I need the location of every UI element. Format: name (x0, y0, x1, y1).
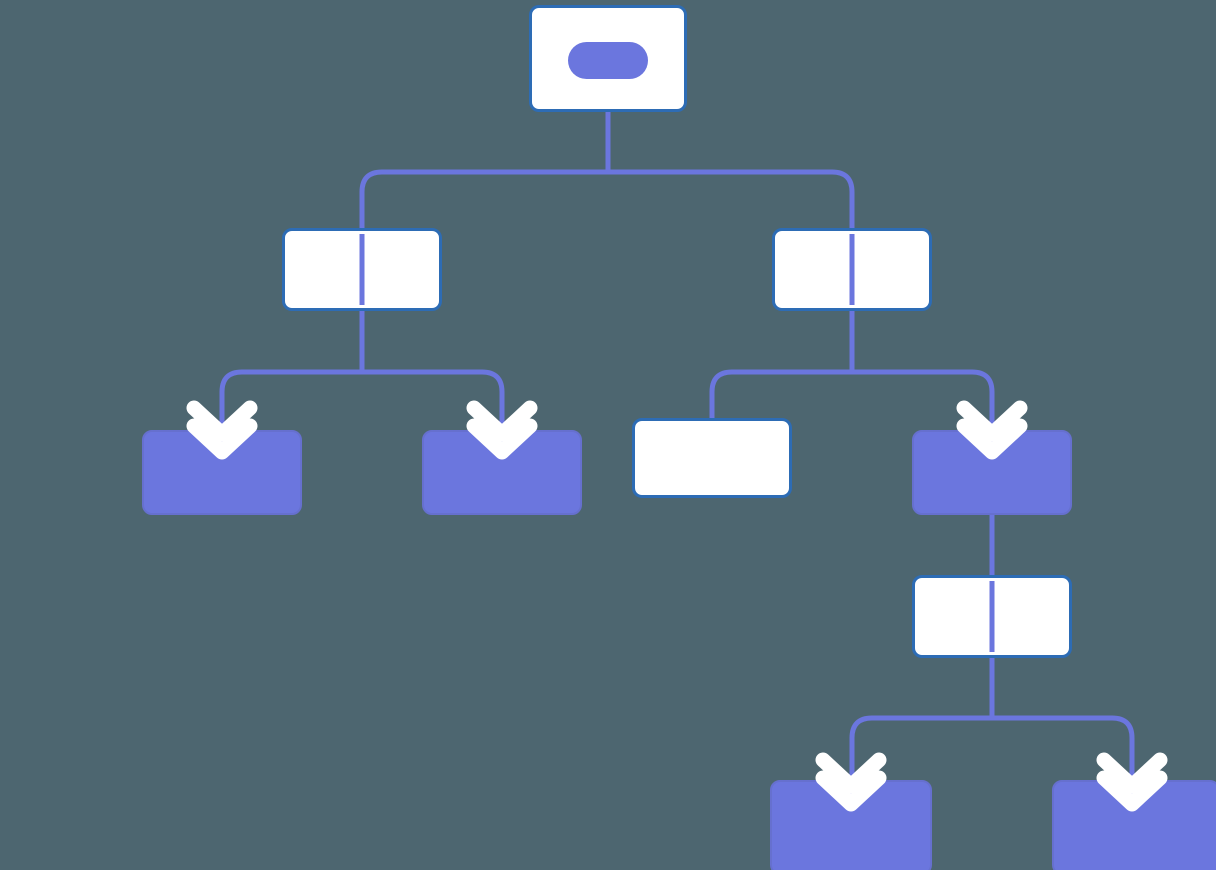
node-level2-left[interactable] (282, 228, 442, 311)
node-level4[interactable] (912, 575, 1072, 658)
node-level3-a[interactable] (142, 430, 302, 515)
node-root-pill (568, 42, 648, 79)
node-level3-d[interactable] (912, 430, 1072, 515)
node-level3-c[interactable] (632, 418, 792, 498)
node-level5-b[interactable] (1052, 780, 1216, 870)
node-level2-right[interactable] (772, 228, 932, 311)
node-level3-b[interactable] (422, 430, 582, 515)
node-level5-a[interactable] (770, 780, 932, 870)
